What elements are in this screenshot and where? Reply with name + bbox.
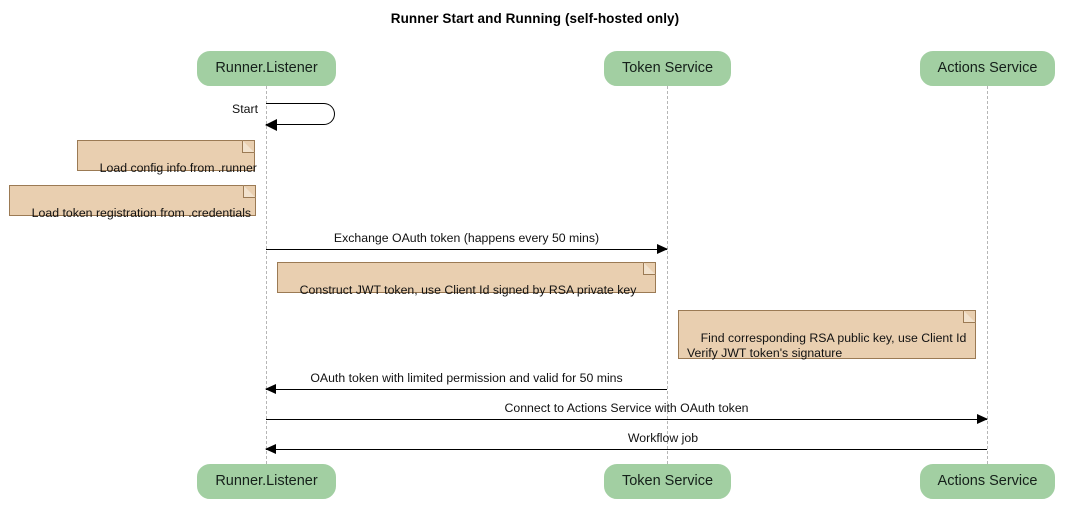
arrowhead-icon bbox=[265, 384, 276, 394]
message-label: Connect to Actions Service with OAuth to… bbox=[504, 401, 749, 415]
message-label: OAuth token with limited permission and … bbox=[310, 371, 623, 385]
self-message-label-start: Start bbox=[232, 102, 258, 116]
lifeline-actions-service bbox=[987, 86, 988, 464]
message-line bbox=[266, 249, 667, 250]
message-line bbox=[266, 419, 987, 420]
note-text: Load config info from .runner bbox=[99, 160, 257, 175]
note-fold-corner-icon bbox=[243, 185, 256, 198]
arrowhead-icon bbox=[265, 119, 277, 131]
page-title: Runner Start and Running (self-hosted on… bbox=[390, 11, 680, 26]
participant-token-service-top[interactable]: Token Service bbox=[604, 51, 731, 86]
lifeline-token-service bbox=[667, 86, 668, 464]
lifeline-runner-listener bbox=[266, 86, 267, 464]
note-text: Load token registration from .credential… bbox=[31, 205, 252, 220]
participant-actions-service-bottom[interactable]: Actions Service bbox=[920, 464, 1055, 499]
participant-token-service-bottom[interactable]: Token Service bbox=[604, 464, 731, 499]
arrowhead-icon bbox=[977, 414, 988, 424]
arrowhead-icon bbox=[265, 444, 276, 454]
participant-runner-listener-top[interactable]: Runner.Listener bbox=[197, 51, 336, 86]
message-label: Exchange OAuth token (happens every 50 m… bbox=[333, 231, 600, 245]
note-load-token-registration[interactable]: Load token registration from .credential… bbox=[9, 185, 256, 220]
note-text: Construct JWT token, use Client Id signe… bbox=[299, 282, 637, 297]
participant-actions-service-top[interactable]: Actions Service bbox=[920, 51, 1055, 86]
note-text: Find corresponding RSA public key, use C… bbox=[687, 330, 967, 361]
note-construct-jwt-token[interactable]: Construct JWT token, use Client Id signe… bbox=[277, 262, 656, 297]
note-load-config-info[interactable]: Load config info from .runner bbox=[77, 140, 257, 175]
note-fold-corner-icon bbox=[242, 140, 255, 153]
self-message-loop-path bbox=[266, 103, 335, 125]
message-line bbox=[266, 449, 987, 450]
note-fold-corner-icon bbox=[643, 262, 656, 275]
self-message-start[interactable] bbox=[265, 103, 335, 131]
participant-runner-listener-bottom[interactable]: Runner.Listener bbox=[197, 464, 336, 499]
message-label: Workflow job bbox=[627, 431, 699, 445]
message-line bbox=[266, 389, 667, 390]
arrowhead-icon bbox=[657, 244, 668, 254]
note-verify-jwt-token[interactable]: Find corresponding RSA public key, use C… bbox=[678, 310, 976, 361]
note-fold-corner-icon bbox=[963, 310, 976, 323]
